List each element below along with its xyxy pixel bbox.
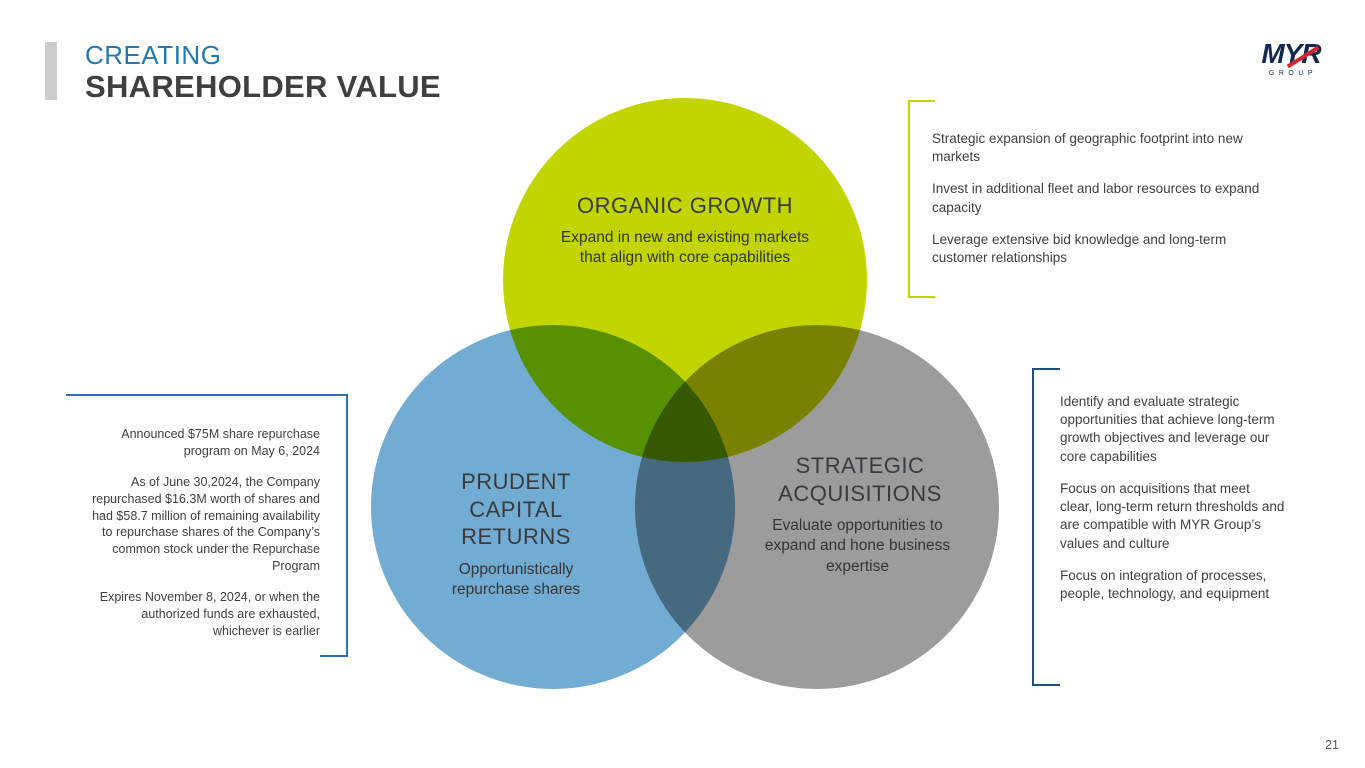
annotation-item: Invest in additional fleet and labor res… <box>932 181 1260 215</box>
prudent-capital-returns-description: Opportunistically repurchase shares <box>451 561 581 599</box>
title-accent-bar <box>45 42 57 100</box>
organic-notes-block: Strategic expansion of geographic footpr… <box>932 130 1272 281</box>
organic-notes-bracket <box>908 100 935 298</box>
annotation-item: Focus on integration of processes, peopl… <box>1060 567 1270 601</box>
capital-notes-block: Announced $75M share repurchase program … <box>85 426 320 654</box>
annotation-item: Focus on acquisitions that meet clear, l… <box>1060 480 1285 551</box>
annotation-item: Announced $75M share repurchase program … <box>121 427 320 458</box>
strategic-acquisitions-title: STRATEGIC ACQUISITIONS <box>778 453 942 506</box>
organic-growth-title: ORGANIC GROWTH <box>577 193 793 218</box>
page-number: 21 <box>1325 738 1339 752</box>
acquisition-notes-bracket <box>1032 368 1060 686</box>
acquisition-notes-block: Identify and evaluate strategic opportun… <box>1060 393 1285 617</box>
prudent-capital-returns-title: PRUDENT CAPITAL RETURNS <box>461 469 571 549</box>
annotation-item: Expires November 8, 2024, or when the au… <box>99 590 320 638</box>
annotation-item: As of June 30,2024, the Company repurcha… <box>92 474 320 574</box>
strategic-acquisitions-description: Evaluate opportunities to expand and hon… <box>764 517 951 575</box>
slide-title: SHAREHOLDER VALUE <box>85 69 441 104</box>
myr-logo-wordmark: MYR <box>1255 40 1327 69</box>
organic-growth-description: Expand in new and existing markets that … <box>560 229 810 267</box>
myr-logo-subtext: GROUP <box>1268 70 1318 77</box>
capital-notes-bracket <box>66 394 348 657</box>
venn-circle-strategic-acquisitions <box>635 325 999 689</box>
slide-title-eyebrow: CREATING <box>85 40 222 70</box>
annotation-item: Identify and evaluate strategic opportun… <box>1060 394 1275 464</box>
capital-notes-bracket-tick <box>320 655 348 657</box>
annotation-item: Leverage extensive bid knowledge and lon… <box>932 231 1227 266</box>
annotation-item: Strategic expansion of geographic footpr… <box>932 131 1243 165</box>
myr-group-logo: MYR GROUP <box>1255 40 1327 78</box>
